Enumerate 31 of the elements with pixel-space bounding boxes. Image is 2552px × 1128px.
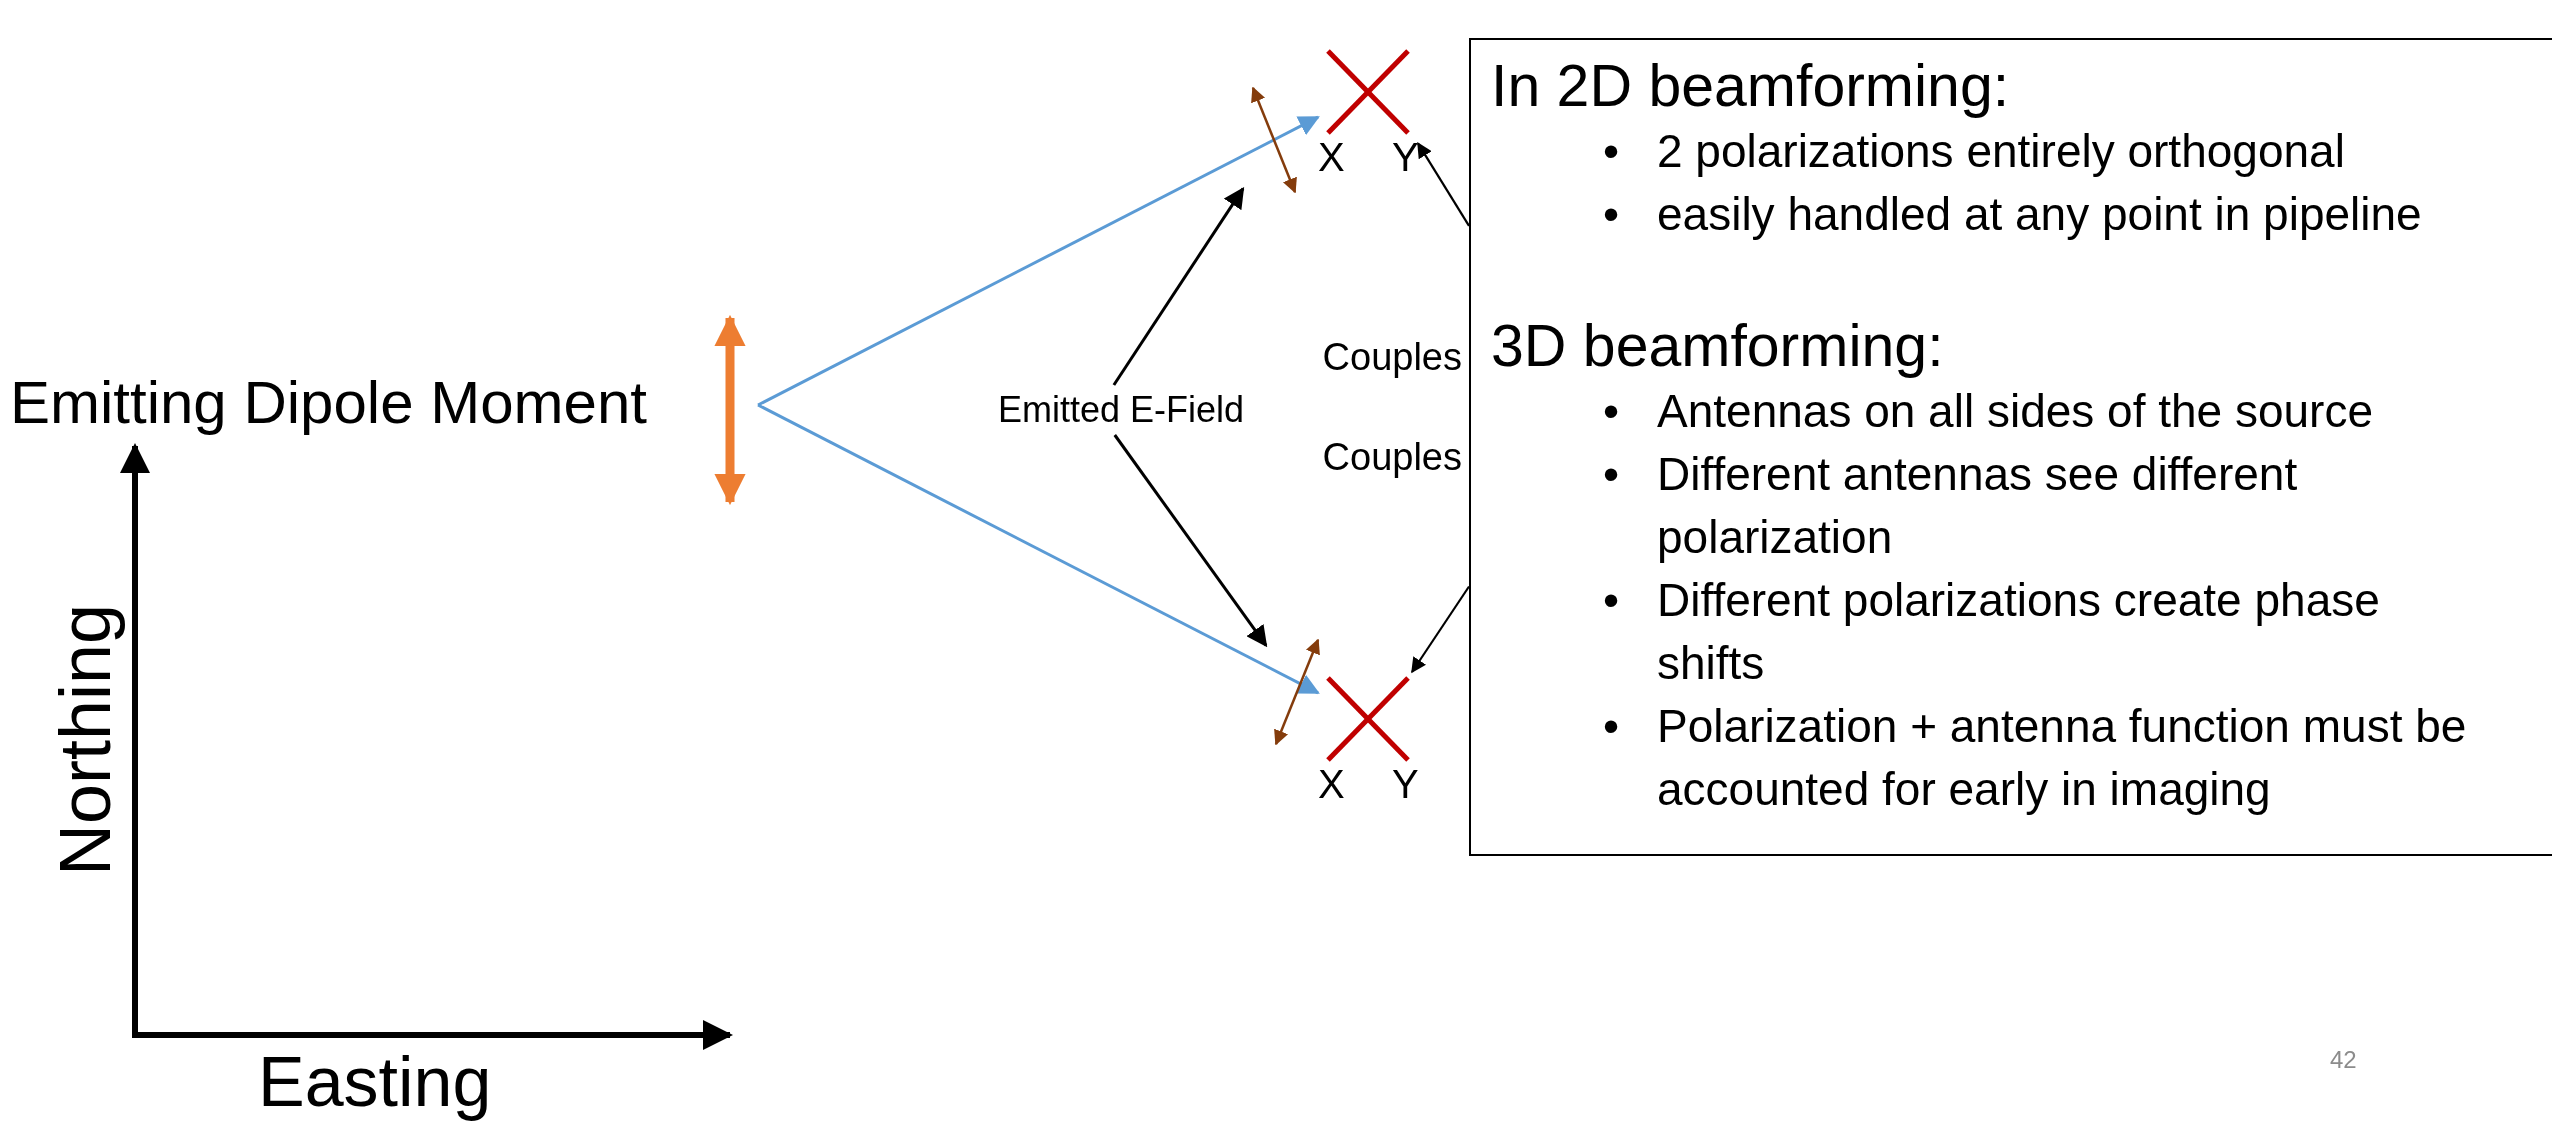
text-label: Couples	[1321, 335, 1462, 380]
polarization-label: Y	[1392, 764, 1419, 804]
bullet-item: Different polarizations create phase shifts	[1657, 573, 2381, 691]
arrow	[1411, 585, 1470, 674]
arrow	[1113, 434, 1268, 648]
bullet-item: Polarization + antenna function must be accounted for early in imaging	[1657, 699, 2468, 817]
section-heading: 3D beamforming:	[1491, 312, 1944, 380]
bullet-marker: •	[1603, 384, 1621, 439]
polarization-label: X	[1318, 137, 1345, 177]
polarization-label: Y	[1392, 137, 1419, 177]
arrow	[1417, 142, 1470, 227]
page-number: 42	[2330, 1048, 2357, 1072]
arrow	[757, 115, 1320, 407]
text-label: Couples	[1321, 435, 1462, 480]
section-heading: In 2D beamforming:	[1491, 52, 2010, 120]
bullet-item: Different antennas see different polarization	[1657, 447, 2299, 565]
bullet-item: Antennas on all sides of the source	[1657, 384, 2374, 439]
bullet-item: easily handled at any point in pipeline	[1657, 187, 2423, 242]
arrow	[757, 403, 1320, 695]
bullet-marker: •	[1603, 187, 1621, 242]
text-label: Emitted E-Field	[998, 385, 1302, 435]
bullet-item: 2 polarizations entirely orthogonal	[1657, 124, 2346, 179]
arrow	[1112, 186, 1245, 386]
axis-label: Easting	[258, 1042, 492, 1122]
bullet-marker: •	[1603, 699, 1621, 754]
bullet-marker: •	[1603, 447, 1621, 502]
text-panel	[1469, 38, 2552, 856]
polarization-label: X	[1318, 764, 1345, 804]
bullet-marker: •	[1603, 573, 1621, 628]
text-label: Emitting Dipole Moment	[10, 368, 670, 438]
bullet-marker: •	[1603, 124, 1621, 179]
